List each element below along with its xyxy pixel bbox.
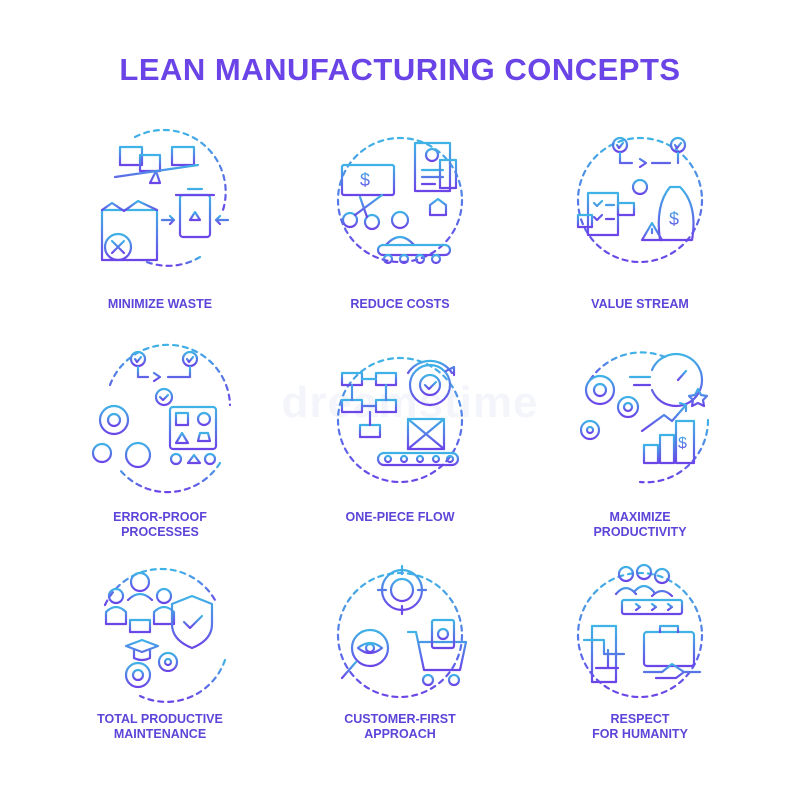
concept-label: MINIMIZE WASTE (40, 297, 280, 312)
customer-first-icon (320, 560, 480, 710)
one-piece-flow-icon (320, 345, 480, 495)
concept-label-line: ONE-PIECE FLOW (345, 510, 455, 524)
error-proof-icon (80, 343, 240, 495)
svg-text:$: $ (678, 435, 687, 452)
concept-label: REDUCE COSTS (280, 297, 520, 312)
recycle-waste-icon (80, 125, 240, 275)
maintenance-icon (80, 560, 240, 710)
svg-text:$: $ (669, 209, 679, 229)
respect-humanity-icon (560, 560, 720, 710)
concept-label-line: CUSTOMER-FIRST (344, 712, 456, 726)
concept-label: ONE-PIECE FLOW (280, 510, 520, 525)
concept-label-line: REDUCE COSTS (350, 297, 450, 311)
concept-label-line: APPROACH (364, 727, 436, 741)
concept-label: VALUE STREAM (520, 297, 760, 312)
concept-label: CUSTOMER-FIRST APPROACH (280, 712, 520, 742)
concept-label-line: MAXIMIZE (609, 510, 671, 524)
concept-label-line: ERROR-PROOF (113, 510, 207, 524)
svg-text:$: $ (360, 170, 370, 190)
value-stream-icon: $ (560, 125, 720, 275)
concept-label: MAXIMIZE PRODUCTIVITY (520, 510, 760, 540)
concept-label-line: PROCESSES (121, 525, 199, 539)
concept-label: TOTAL PRODUCTIVE MAINTENANCE (40, 712, 280, 742)
concept-label-line: FOR HUMANITY (592, 727, 688, 741)
concept-label: RESPECT FOR HUMANITY (520, 712, 760, 742)
page-title: LEAN MANUFACTURING CONCEPTS (119, 52, 681, 87)
concept-label: ERROR-PROOF PROCESSES (40, 510, 280, 540)
concept-label-line: VALUE STREAM (591, 297, 689, 311)
concept-label-line: PRODUCTIVITY (593, 525, 687, 539)
concept-label-line: RESPECT (610, 712, 670, 726)
concept-label-line: MINIMIZE WASTE (107, 297, 213, 311)
concept-label-line: MAINTENANCE (113, 727, 207, 741)
concept-label-line: TOTAL PRODUCTIVE (97, 712, 223, 726)
cost-cut-icon: $ (320, 125, 480, 275)
productivity-icon: $ (560, 345, 720, 495)
